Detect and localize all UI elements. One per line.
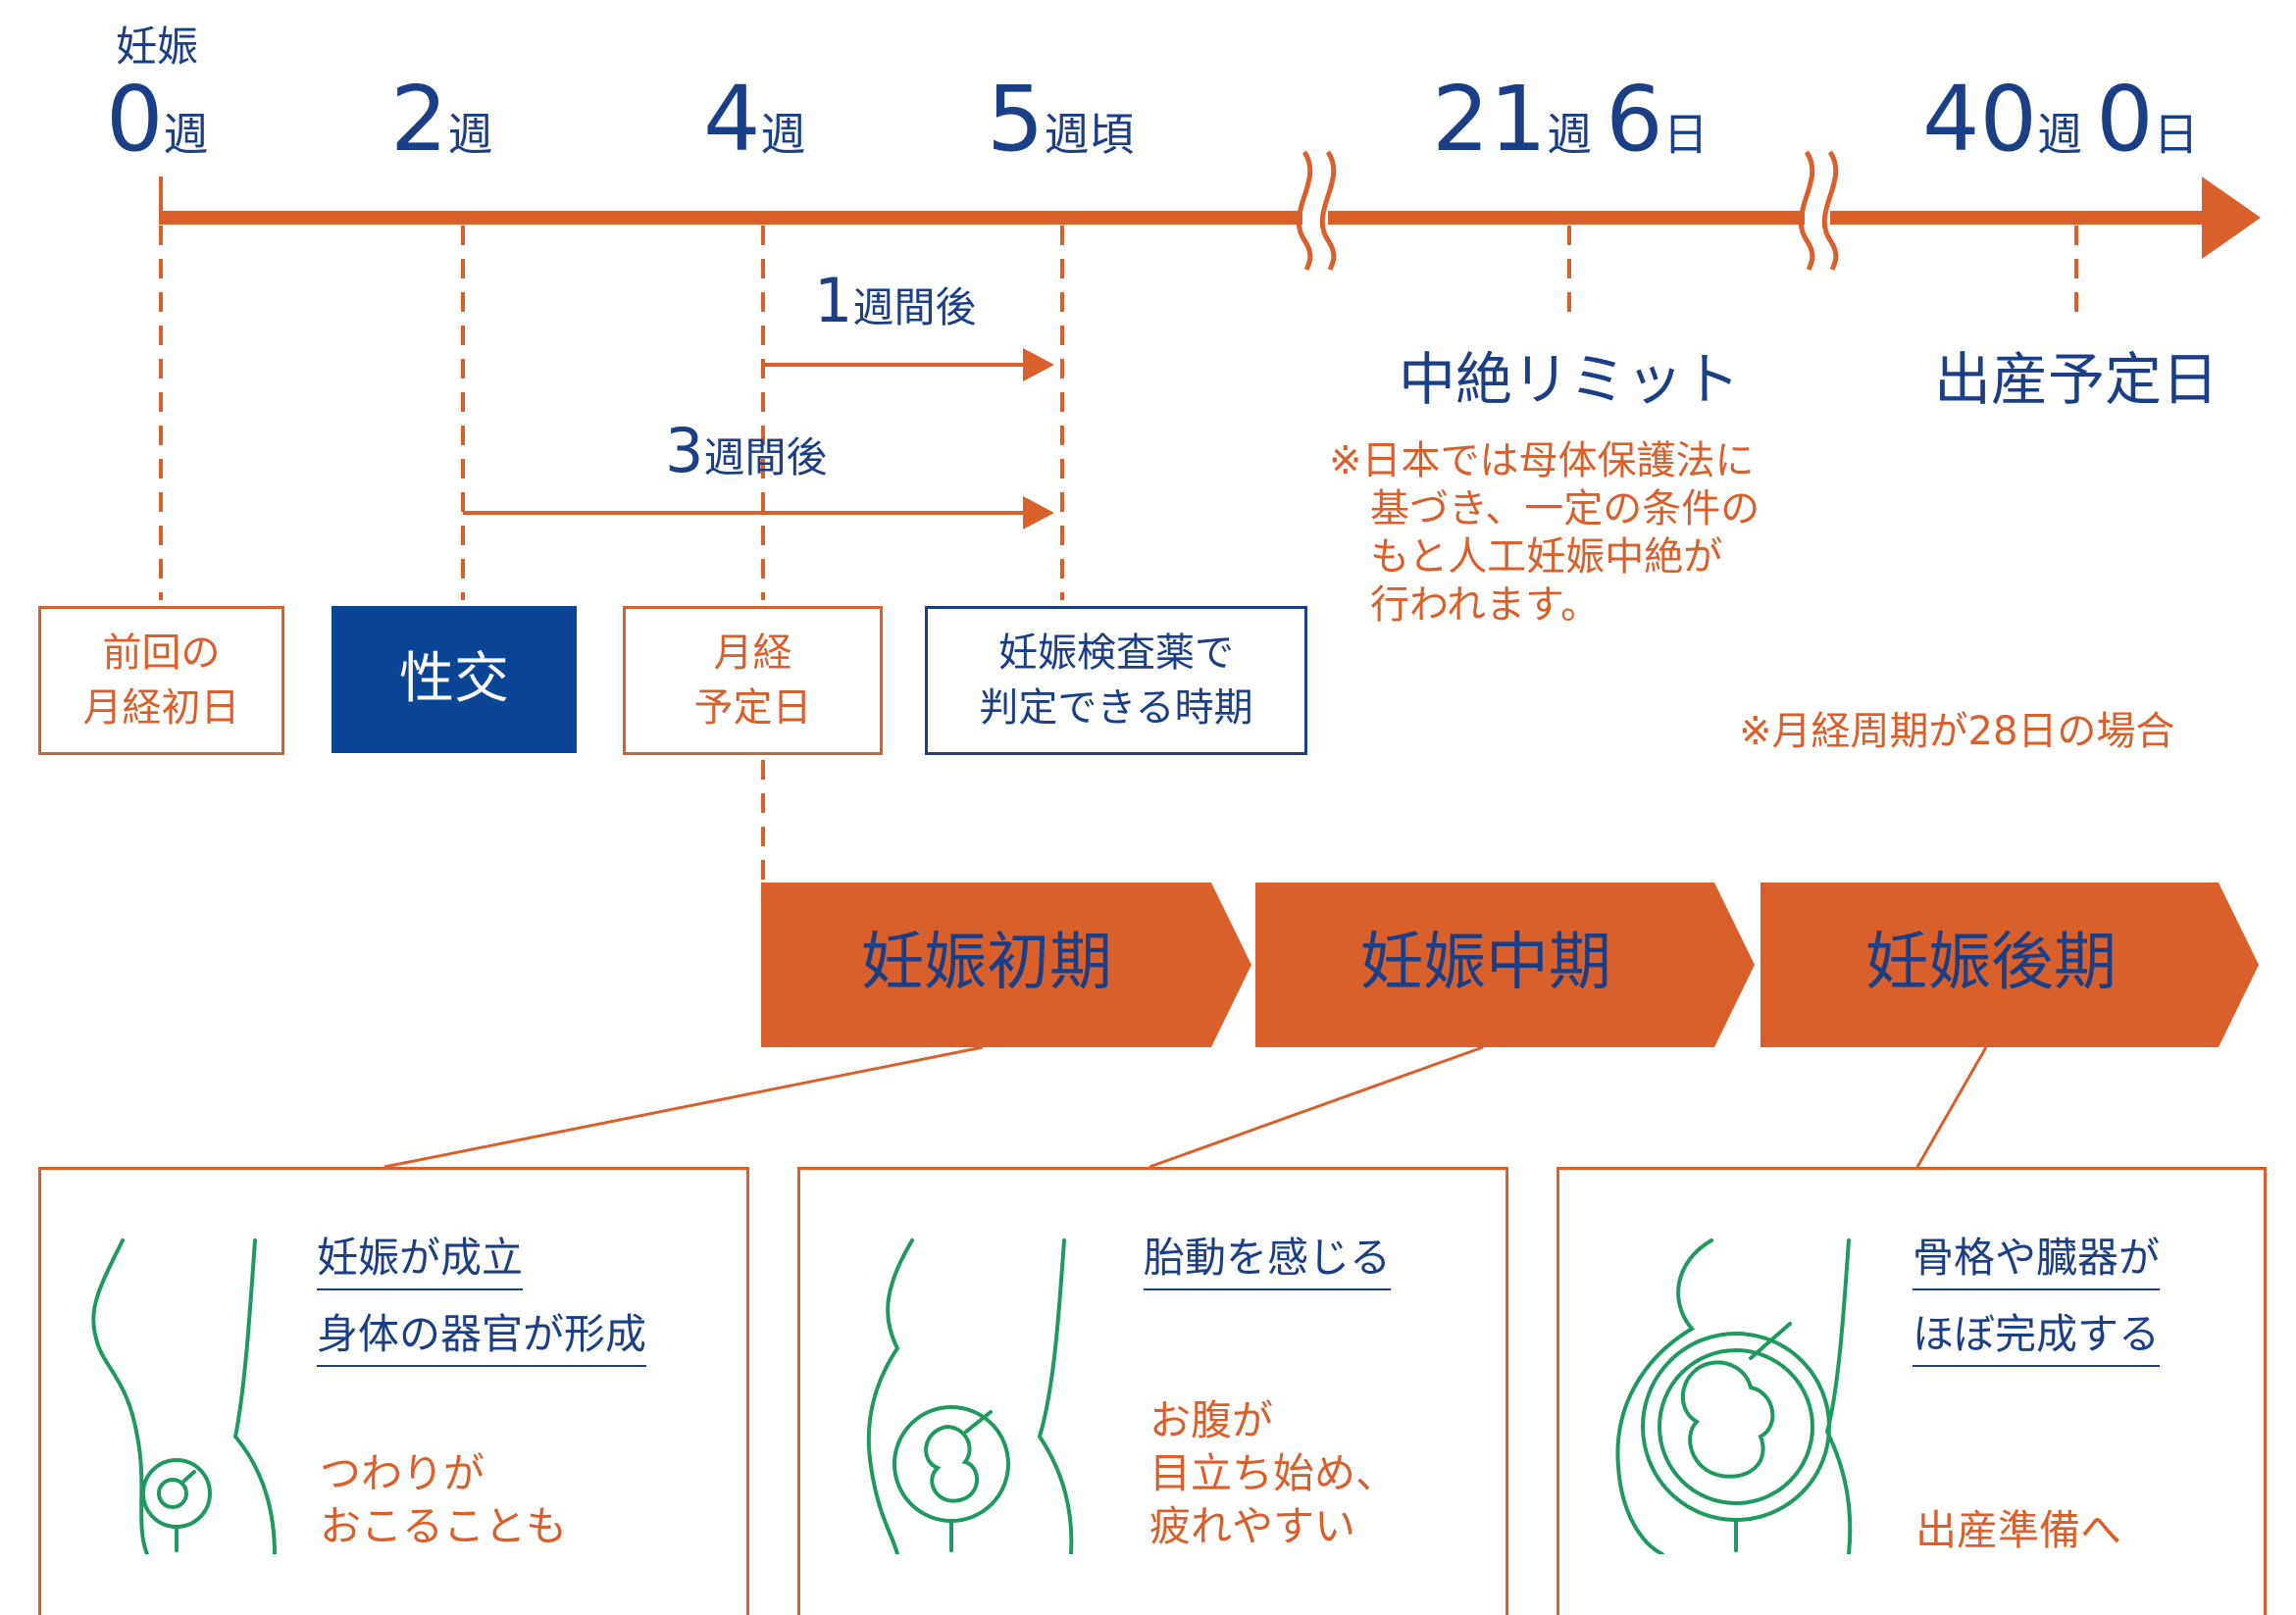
late-feature-1: 骨格や臓器が (1913, 1237, 2161, 1290)
phase-early-chevron (761, 883, 1251, 1047)
week-label-4: 4週 (703, 67, 806, 172)
panel-mid (797, 1167, 1508, 1615)
timeline-prefix: 妊娠 (116, 23, 199, 71)
early-pregnancy-icon (91, 1238, 277, 1554)
timeline-axis (159, 177, 2261, 259)
due-date-label: 出産予定日 (1933, 346, 2219, 413)
cycle-note: ※月経周期が28日の場合 (1739, 709, 2175, 754)
early-feature-1: 妊娠が成立 (317, 1237, 524, 1290)
phase-early-label: 妊娠初期 (861, 927, 1112, 999)
arrow-three-weeks (463, 496, 1054, 530)
week-label-0: 0週 (106, 67, 209, 172)
abortion-limit-label: 中絶リミット (1398, 346, 1740, 413)
early-feature-2: 身体の器官が形成 (317, 1314, 647, 1367)
late-feature-2: ほぼ完成する (1913, 1314, 2161, 1367)
mid-pregnancy-icon (866, 1238, 1074, 1554)
early-sub: つわりが おこることも (320, 1449, 568, 1550)
panel-early (38, 1167, 749, 1615)
late-pregnancy-icon (1615, 1238, 1853, 1554)
phase-late-label: 妊娠後期 (1865, 927, 2117, 999)
mid-feature-1: 胎動を感じる (1144, 1237, 1392, 1290)
late-sub: 出産準備へ (1915, 1506, 2122, 1554)
box-test-period: 妊娠検査薬で 判定できる時期 (925, 606, 1307, 755)
timeline-break-2 (1798, 150, 1839, 271)
box-last-period: 前回の 月経初日 (38, 606, 284, 755)
phase-mid-label: 妊娠中期 (1360, 927, 1611, 999)
box-intercourse: 性交 (332, 606, 577, 753)
phase-mid-chevron (1255, 883, 1755, 1047)
phase-connectors (383, 1045, 1988, 1169)
law-note: ※日本では母体保護法に 基づき、一定の条件の もと人工妊娠中絶が 行われます。 (1329, 438, 1760, 628)
week-label-5: 5週頃 (987, 67, 1135, 172)
timeline-arrowhead (2202, 177, 2261, 259)
mid-sub: お腹が 目立ち始め、 疲れやすい (1149, 1396, 1398, 1550)
phase-late-chevron (1760, 883, 2259, 1047)
panel-late (1556, 1167, 2267, 1615)
dashed-guides (159, 226, 2078, 883)
three-weeks-label: 3週間後 (665, 415, 828, 486)
box-expected-period: 月経 予定日 (623, 606, 883, 755)
arrow-one-week (763, 348, 1054, 381)
one-week-label: 1週間後 (814, 265, 977, 336)
week-label-2: 2週 (390, 67, 493, 172)
timeline-break-1 (1296, 150, 1337, 271)
